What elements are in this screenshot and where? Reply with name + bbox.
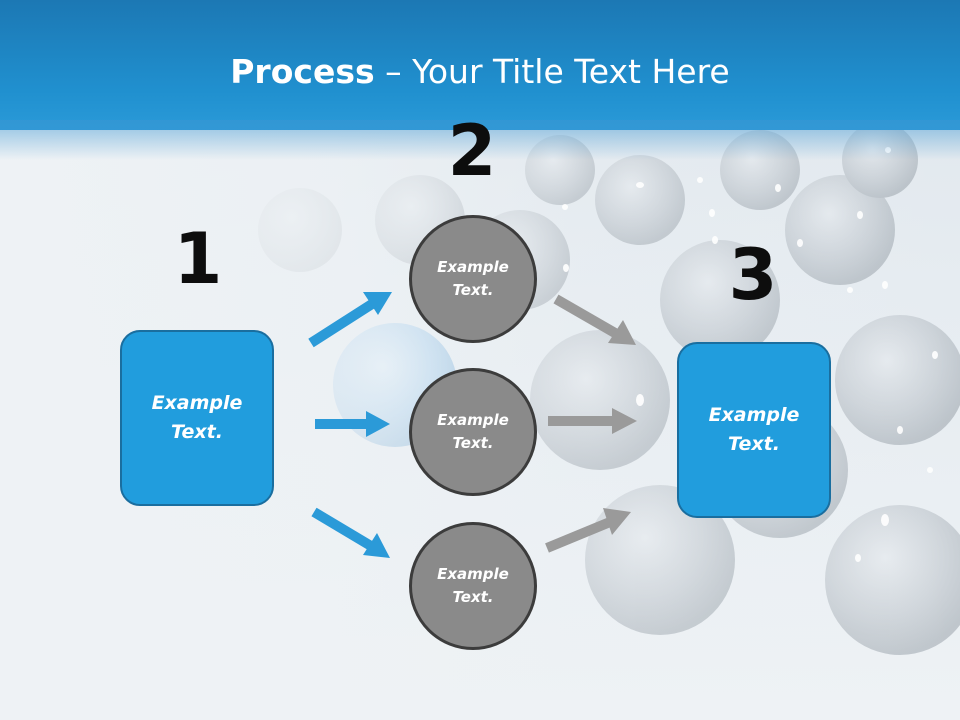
- step-2-circle-top-label: Example Text.: [437, 258, 509, 299]
- step-2-circle-middle[interactable]: Example Text.: [409, 368, 537, 496]
- step-2-circle-bottom[interactable]: Example Text.: [409, 522, 537, 650]
- title-rest: – Your Title Text Here: [374, 52, 730, 91]
- step-3-box[interactable]: Example Text.: [677, 342, 831, 518]
- title-bar-fade: [0, 120, 960, 160]
- blue-arrow-down: [311, 507, 390, 558]
- step-number-1: 1: [173, 218, 223, 300]
- step-3-box-label: Example Text.: [708, 404, 800, 455]
- step-1-box[interactable]: Example Text.: [120, 330, 274, 506]
- gray-arrow-down: [553, 294, 636, 345]
- blue-arrow-right: [315, 411, 390, 437]
- blue-arrow-up: [308, 292, 392, 348]
- step-2-circle-bottom-label: Example Text.: [437, 565, 509, 606]
- gray-arrow-up: [545, 508, 631, 553]
- step-1-box-label: Example Text.: [151, 392, 243, 443]
- step-2-circle-top[interactable]: Example Text.: [409, 215, 537, 343]
- title-bar: [0, 0, 960, 130]
- gray-arrow-right: [548, 408, 637, 434]
- title-bold: Process: [230, 52, 375, 91]
- step-2-circle-middle-label: Example Text.: [437, 411, 509, 452]
- step-number-3: 3: [728, 234, 778, 316]
- slide-title[interactable]: Process – Your Title Text Here: [0, 52, 960, 91]
- step-number-2: 2: [447, 110, 497, 192]
